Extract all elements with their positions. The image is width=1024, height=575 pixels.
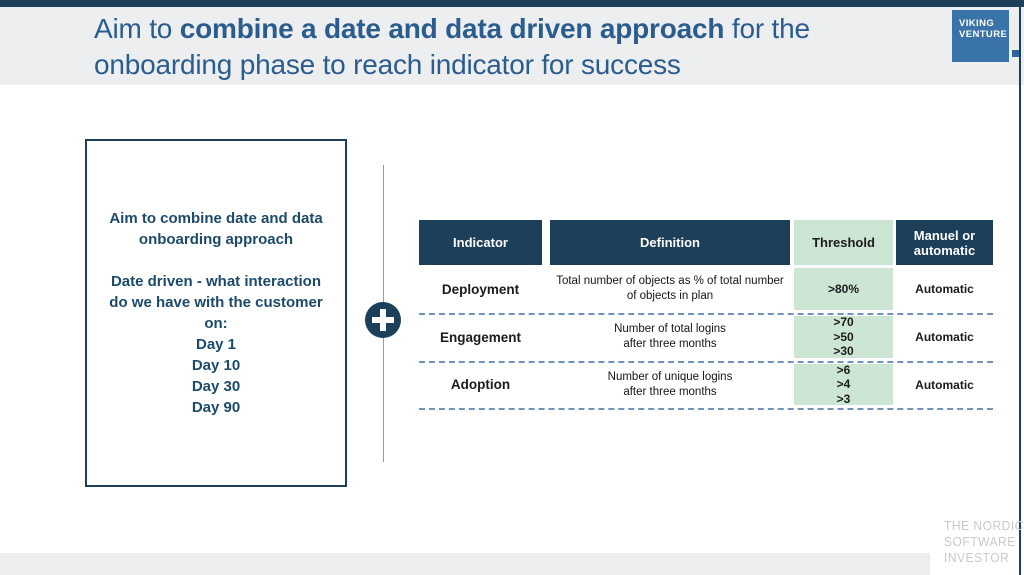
table-cell-indicator: Adoption [450,377,511,392]
slide-top-border [0,0,1024,7]
footer-logo-line: INVESTOR [944,550,1010,565]
table-cell-mode: Automatic [915,282,974,296]
indicator-table: Indicator Definition Threshold Manuel or… [419,220,993,410]
threshold-value: >30 [833,344,854,359]
day-line: Day 10 [191,357,241,374]
day-line: Day 1 [195,336,237,353]
title-prefix: Aim to [94,13,180,44]
row-divider-dashed [419,361,993,363]
definition-line: Total number of objects as % of total nu… [556,275,784,287]
logo-line-1: VIKING [959,18,995,29]
column-header-threshold: Threshold [794,220,893,265]
title-suffix: for the onboarding phase to reach indica… [94,13,810,80]
title-emphasis: combine a date and data driven approach [179,13,725,44]
slide-right-border [1019,0,1021,575]
column-header-indicator: Indicator [419,220,542,265]
threshold-values: >80% [794,268,893,310]
plus-icon [365,302,401,338]
threshold-value: >50 [833,329,854,344]
day-line: Day 30 [191,378,241,395]
plus-icon-bar [380,309,386,331]
table-cell-mode: Automatic [915,377,974,392]
table-cell-definition: Number of total logins after three month… [550,313,790,361]
footer-logo-line: THE NORDIC [944,518,1024,533]
nordic-software-investor-logo: THE NORDIC SOFTWARE INVESTOR [944,518,1024,566]
threshold-value: >6 [836,362,851,377]
slide-bottom-band [0,553,930,575]
table-cell-definition: Total number of objects as % of total nu… [550,265,790,313]
title-band [0,7,1024,85]
threshold-values: >70 >50 >30 [794,315,893,359]
column-header-mode: Manuel or automatic [896,220,993,265]
table-cell-threshold: >70 >50 >30 [794,313,893,361]
threshold-value: >80% [827,281,860,296]
definition-line: after three months [623,385,717,398]
table-cell-mode: Automatic [915,330,974,344]
table-cell-indicator: Engagement [439,329,521,345]
table-cell-threshold: >6 >4 >3 [794,361,893,408]
definition-line: after three months [623,338,717,350]
row-divider-dashed [419,408,993,410]
threshold-values: >6 >4 >3 [794,362,893,406]
viking-venture-logo: VIKING VENTURE [952,10,1009,62]
threshold-value: >3 [836,391,851,406]
threshold-value: >4 [836,377,851,392]
table-cell-definition: Number of unique logins after three mont… [550,361,790,408]
footer-logo-line: SOFTWARE [944,534,1016,549]
slide-title: Aim to combine a date and data driven ap… [94,11,946,83]
day-line: Day 90 [191,399,241,416]
approach-text-box: Aim to combine date and data onboarding … [85,139,347,487]
table-cell-indicator: Deployment [441,281,520,297]
table-cell-threshold: >80% [794,265,893,313]
definition-line: Number of total logins [614,323,726,335]
logo-dot [1012,50,1019,57]
column-header-definition: Definition [550,220,790,265]
approach-paragraph-1: Aim to combine date and data onboarding … [109,210,323,248]
threshold-value: >70 [833,315,854,330]
row-divider-dashed [419,313,993,315]
logo-line-2: VENTURE [959,29,1008,40]
definition-line: Number of unique logins [607,370,733,383]
approach-paragraph-2: Date driven - what interaction do we hav… [109,273,323,332]
definition-line: of objects in plan [626,290,714,302]
